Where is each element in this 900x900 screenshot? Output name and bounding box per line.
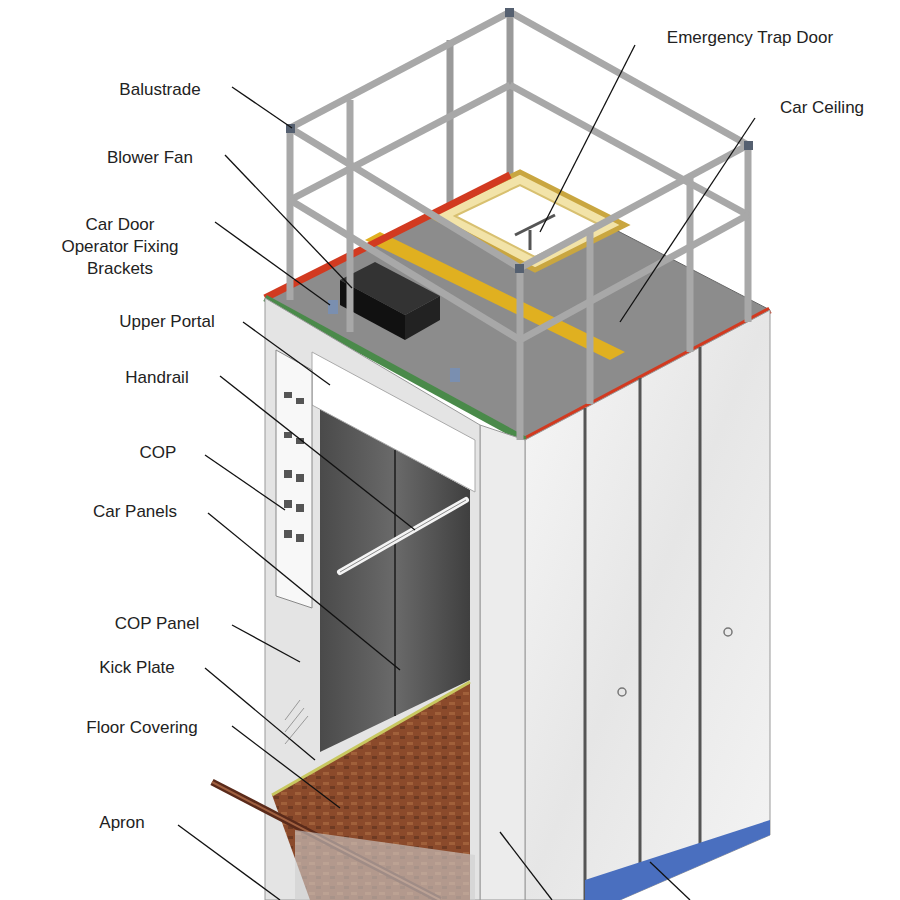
part-label: Car Door Operator Fixing Brackets xyxy=(51,214,190,280)
part-label: Car Ceiling xyxy=(778,97,866,119)
part-label: Floor Covering xyxy=(84,717,200,739)
part-label: Emergency Trap Door xyxy=(665,27,835,49)
part-label: Upper Portal xyxy=(117,311,216,333)
part-label: Kick Plate xyxy=(97,657,177,679)
part-label: Handrail xyxy=(123,367,190,389)
part-label: Apron xyxy=(97,812,146,834)
part-label: Blower Fan xyxy=(105,147,195,169)
part-label: Car Panels xyxy=(91,501,179,523)
part-label: COP Panel xyxy=(113,613,202,635)
part-label: Balustrade xyxy=(117,79,202,101)
leader-lines xyxy=(178,45,755,900)
part-label: COP xyxy=(138,442,179,464)
